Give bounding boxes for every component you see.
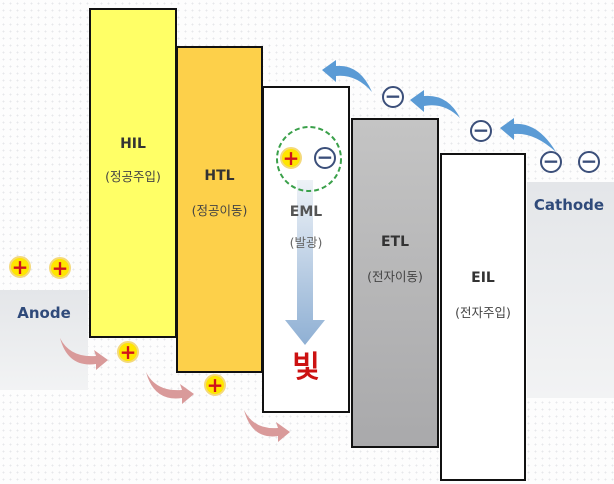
electron-arrows [322, 60, 556, 152]
electron-icon: − [382, 86, 404, 108]
hole-icon: + [49, 257, 71, 279]
red-arrow-icon [60, 338, 108, 370]
anode-electrode [0, 290, 88, 390]
hole-icon: + [204, 374, 226, 396]
electron-icon: − [314, 147, 336, 169]
blue-arrow-icon [322, 60, 372, 92]
etl-desc: (전자이동) [367, 269, 423, 284]
light-down-arrow [285, 180, 325, 345]
light-label: 빛 [292, 350, 320, 385]
cathode-label: Cathode [533, 196, 605, 214]
electron-icon: − [470, 120, 492, 142]
red-arrow-icon [146, 372, 194, 404]
htl-desc: (정공이동) [191, 203, 248, 218]
htl-label: HTL [204, 168, 235, 184]
eml-label: EML [289, 204, 323, 220]
etl-label: ETL [380, 234, 410, 250]
eil-desc: (전자주입) [455, 305, 511, 320]
cathode-electrode [527, 182, 614, 398]
electron-icon: − [578, 151, 600, 173]
recombination-circle [276, 126, 342, 192]
hole-icon: + [280, 147, 302, 169]
layer-eil [440, 153, 526, 481]
anode-label: Anode [17, 304, 71, 322]
eil-label: EIL [471, 270, 495, 286]
hil-label: HIL [120, 136, 146, 152]
hole-icon: + [9, 256, 31, 278]
hole-icon: + [117, 341, 139, 363]
electron-icon: − [540, 151, 562, 173]
blue-arrow-icon [410, 90, 460, 118]
red-arrow-icon [244, 410, 290, 442]
hil-desc: (정공주입) [105, 169, 161, 184]
layer-htl [176, 46, 263, 373]
hole-arrows [60, 338, 290, 442]
blue-arrow-icon [500, 118, 556, 152]
eml-desc: (발광) [289, 235, 323, 250]
layer-etl [351, 118, 439, 448]
